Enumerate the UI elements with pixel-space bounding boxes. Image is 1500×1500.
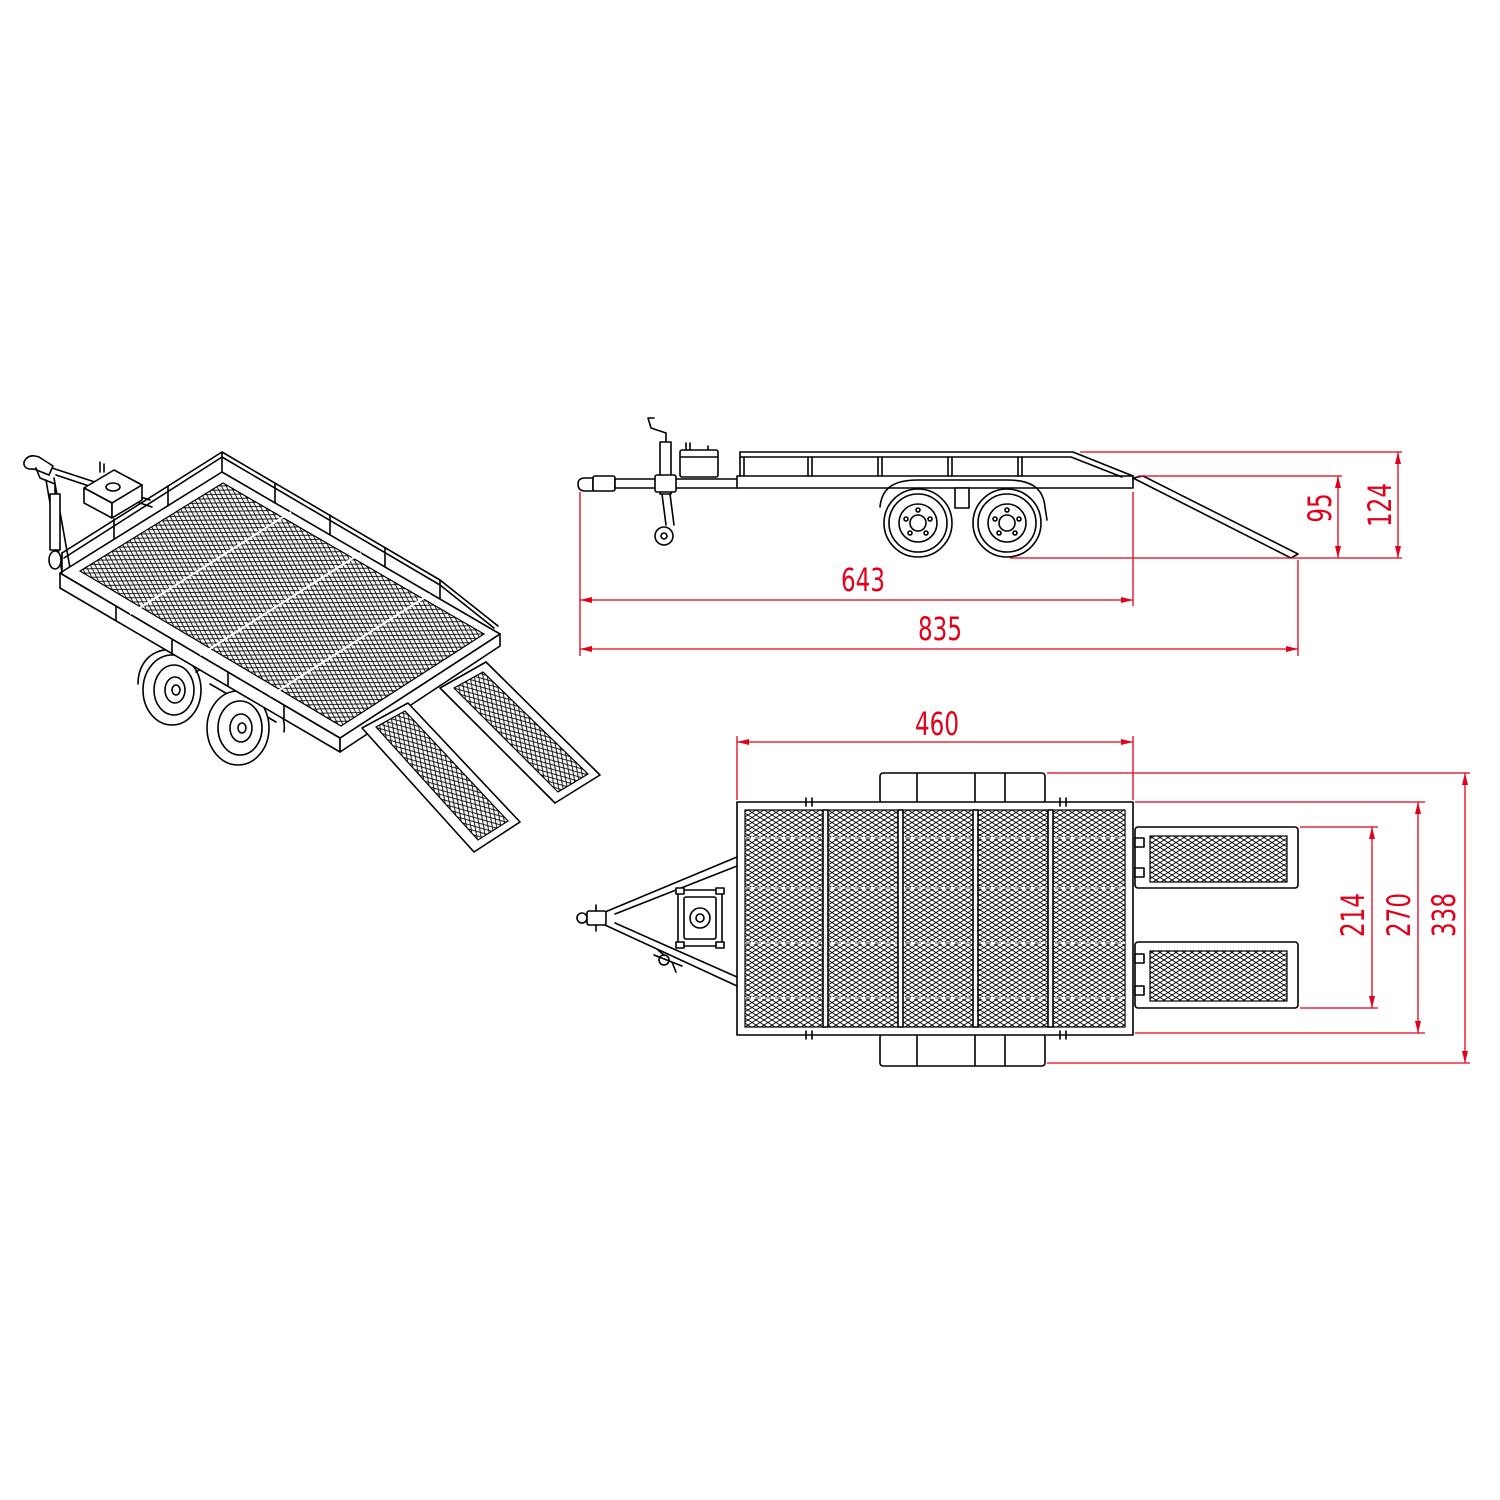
top-dim-label-214: 214 xyxy=(1334,893,1372,937)
side-jockey-wheel-assembly xyxy=(647,417,677,546)
side-deck-frame xyxy=(736,475,1134,489)
top-extension-lines xyxy=(736,736,1470,1064)
side-dim-label-95: 95 xyxy=(1301,493,1339,522)
top-dimensions: 460 214 270 338 xyxy=(736,705,1470,1064)
top-deck-bolts xyxy=(805,797,1067,1040)
iso-deck-crossmembers xyxy=(129,511,431,697)
iso-rail-top xyxy=(61,451,499,627)
side-wheel-rear xyxy=(972,488,1042,558)
side-extension-lines xyxy=(579,451,1402,656)
top-drawbar xyxy=(604,856,738,987)
iso-rear-wheel xyxy=(142,654,202,726)
top-fender-lower xyxy=(879,1033,1046,1067)
top-view: 460 214 270 338 xyxy=(576,705,1470,1067)
side-dim-label-643: 643 xyxy=(841,561,885,599)
top-ramp-lower xyxy=(1134,941,1299,1009)
iso-deck-side-posts xyxy=(115,605,285,720)
top-fender-upper xyxy=(879,772,1046,804)
side-dim-label-124: 124 xyxy=(1361,483,1399,527)
top-deck-crossmembers xyxy=(822,809,1054,1028)
side-rail-posts xyxy=(739,451,1023,477)
iso-jockey-wheel xyxy=(48,550,62,570)
top-deck-dashed-lines xyxy=(745,837,1125,999)
side-battery-box xyxy=(679,442,719,478)
side-fender xyxy=(879,479,1048,521)
top-ramp-upper xyxy=(1134,826,1299,889)
side-ramp xyxy=(1132,475,1299,559)
top-deck-mesh xyxy=(744,809,1126,1028)
iso-rail-posts xyxy=(61,451,441,600)
side-jockey-post xyxy=(659,441,672,495)
iso-jockey-post xyxy=(49,493,61,551)
top-dim-label-460: 460 xyxy=(915,705,959,743)
side-dimensions: 643 835 95 124 xyxy=(579,451,1402,656)
side-suspension xyxy=(954,487,970,509)
side-top-rail xyxy=(739,451,1134,478)
side-wheel-front xyxy=(883,488,953,558)
side-jockey-crank xyxy=(647,417,667,443)
iso-battery-box xyxy=(83,461,143,519)
iso-jockey-handle xyxy=(35,467,56,495)
top-jockey-wheel xyxy=(653,949,683,973)
top-coupling xyxy=(576,904,607,932)
iso-rail-lower xyxy=(63,456,495,629)
iso-ramp-left xyxy=(361,702,521,853)
iso-coupling-head xyxy=(23,455,54,476)
side-dim-label-835: 835 xyxy=(918,610,962,648)
top-dim-label-338: 338 xyxy=(1425,893,1463,937)
top-battery-box xyxy=(675,887,725,949)
iso-deck-mesh xyxy=(78,482,486,727)
side-jockey-clamp xyxy=(654,474,677,493)
side-jockey-leg xyxy=(661,493,675,526)
top-dim-label-270: 270 xyxy=(1380,893,1418,937)
isometric-view xyxy=(23,451,601,853)
side-view: 643 835 95 124 xyxy=(577,417,1402,656)
side-jockey-wheel xyxy=(654,526,674,546)
iso-ramp-right xyxy=(439,661,601,804)
side-coupling-body xyxy=(592,475,616,492)
side-coupling-head xyxy=(577,477,594,492)
